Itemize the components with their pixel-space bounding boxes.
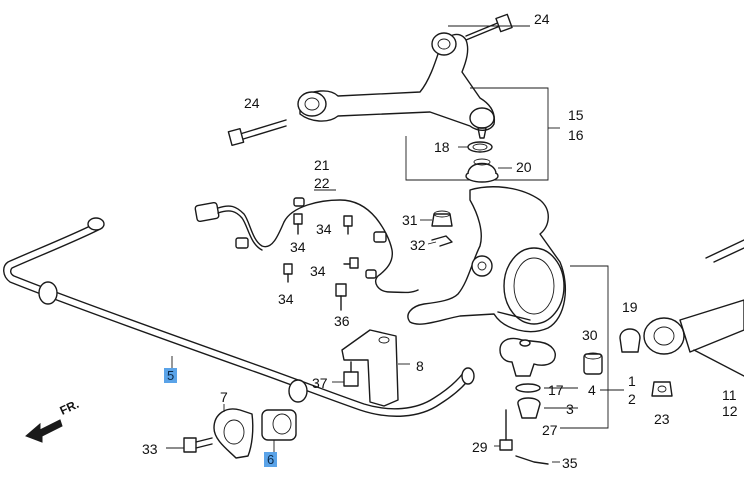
callout-19: 19 — [622, 299, 638, 315]
bolt-24-upper — [465, 13, 513, 41]
boot-20 — [465, 158, 499, 183]
callout-35: 35 — [562, 455, 578, 471]
lower-control-arm — [643, 239, 744, 377]
callout-32: 32 — [410, 237, 426, 253]
callout-1: 1 — [628, 373, 636, 389]
callout-12: 12 — [722, 403, 738, 419]
front-direction-arrow-icon — [25, 419, 63, 443]
callout-36: 36 — [334, 313, 350, 329]
callout-8: 8 — [416, 358, 424, 374]
bolt-24-left — [227, 119, 287, 147]
upper-control-arm — [297, 32, 496, 139]
ring-18 — [467, 141, 493, 153]
callout-27: 27 — [542, 422, 558, 438]
callout-34-b: 34 — [316, 221, 332, 237]
holder-7 — [213, 408, 254, 459]
steering-knuckle — [407, 186, 567, 333]
callout-5-highlighted[interactable]: 5 — [164, 368, 178, 383]
clip-32 — [431, 235, 453, 247]
bolt-34-d — [283, 263, 293, 283]
callout-30: 30 — [582, 327, 598, 343]
bolt-33 — [183, 437, 213, 453]
callout-7: 7 — [220, 389, 228, 405]
callout-22: 22 — [314, 175, 330, 191]
callout-11: 11 — [722, 387, 737, 403]
callout-24-upper: 24 — [534, 11, 550, 27]
callout-3: 3 — [566, 401, 574, 417]
abs-sensor-harness — [194, 197, 419, 294]
bushing-30 — [583, 352, 603, 375]
callout-34-a: 34 — [290, 239, 306, 255]
nut-31 — [431, 210, 453, 227]
boot-3 — [517, 397, 541, 419]
callout-6-highlighted[interactable]: 6 — [264, 452, 278, 467]
bracket-8 — [341, 329, 399, 407]
callout-34-d: 34 — [278, 291, 294, 307]
callout-4: 4 — [588, 382, 596, 398]
callout-18: 18 — [434, 139, 450, 155]
bolt-34-b — [343, 215, 353, 235]
bushing-6 — [261, 409, 297, 441]
callout-31: 31 — [402, 212, 418, 228]
bolt-34-a — [293, 213, 303, 235]
callout-15: 15 — [568, 107, 584, 123]
callout-37: 37 — [312, 375, 328, 391]
cotter-35 — [515, 455, 549, 465]
callout-23: 23 — [654, 411, 670, 427]
snap-ring-17 — [515, 383, 541, 393]
callout-34-c: 34 — [310, 263, 326, 279]
stabilizer-bar — [3, 217, 475, 417]
callout-17: 17 — [548, 382, 564, 398]
callout-29: 29 — [472, 439, 488, 455]
callout-21: 21 — [314, 157, 330, 173]
callout-2: 2 — [628, 391, 636, 407]
callout-20: 20 — [516, 159, 532, 175]
bolt-36 — [335, 283, 347, 311]
nut-23 — [651, 381, 673, 397]
callout-24-left: 24 — [244, 95, 260, 111]
callout-33: 33 — [142, 441, 158, 457]
bolt-29 — [499, 409, 513, 451]
callout-16: 16 — [568, 127, 584, 143]
bolt-37 — [343, 361, 359, 387]
ball-joint — [499, 337, 556, 377]
bolt-34-c — [343, 257, 359, 269]
cap-19 — [619, 328, 641, 353]
